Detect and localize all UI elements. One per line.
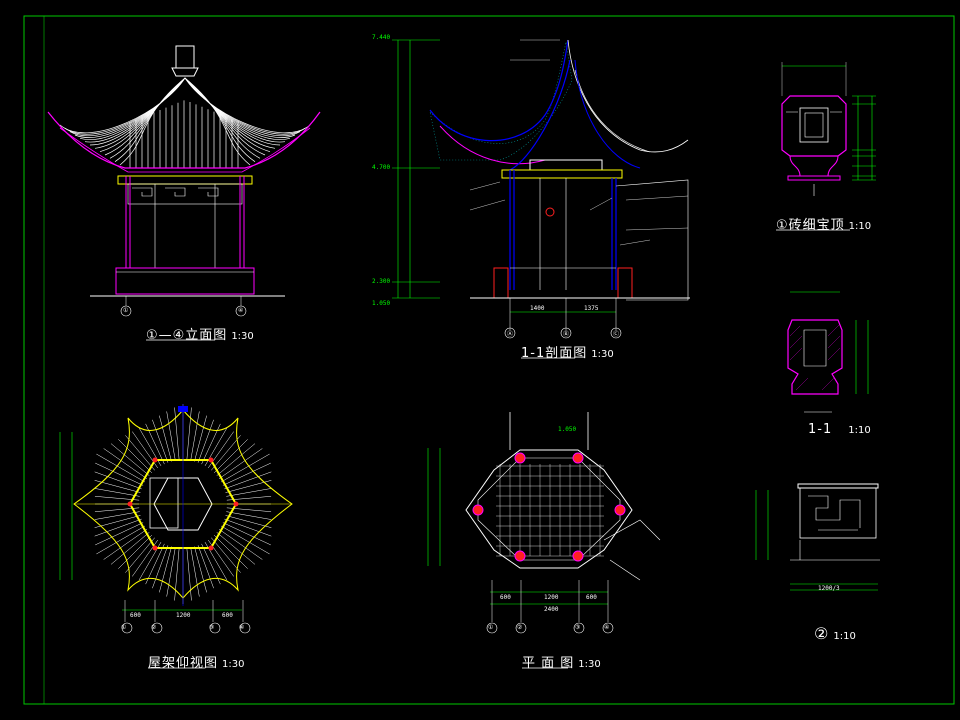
finial-section-scale: 1:10 <box>848 425 871 436</box>
roof-frame-dim-3: 600 <box>222 612 233 619</box>
section-level-ground: 1.050 <box>372 300 391 307</box>
finial-number: ① <box>776 218 789 233</box>
roof-frame-scale: 1:30 <box>222 659 245 670</box>
floor-plan-dim-1: 600 <box>500 594 511 601</box>
section-level-eave: 4.700 <box>372 164 391 171</box>
floor-plan-scale: 1:30 <box>578 659 601 670</box>
elevation-title: ①—④立面图 <box>146 328 228 343</box>
floor-plan-axis-2: ② <box>517 624 523 631</box>
railing-dim: 1200/3 <box>818 585 840 592</box>
railing-number: ② <box>814 624 830 643</box>
elevation-axis-4: ④ <box>238 307 244 314</box>
roof-frame-title: 屋架仰视图 <box>148 656 219 671</box>
floor-plan-axis-1: ① <box>488 624 494 631</box>
section-axis-a: Ⓐ <box>507 331 514 338</box>
elevation-drawing <box>47 45 321 317</box>
railing-scale: 1:10 <box>833 631 856 642</box>
section-axis-c: Ⓒ <box>613 331 620 338</box>
finial-section-drawing <box>787 291 869 413</box>
floor-plan-dim-total: 2400 <box>544 606 559 613</box>
floor-plan-axis-4: ④ <box>604 624 610 631</box>
section-dim-1: 1400 <box>530 305 545 312</box>
finial-section-caption: 1-1 1:10 <box>808 418 871 437</box>
finial-title: 砖细宝顶 <box>788 218 845 233</box>
roof-frame-axis-2: ② <box>151 624 157 631</box>
floor-plan-dim-2: 1200 <box>544 594 559 601</box>
floor-plan-drawing <box>427 412 661 634</box>
section-drawing <box>392 39 690 339</box>
roof-frame-axis-1: ① <box>121 624 127 631</box>
finial-scale: 1:10 <box>848 221 872 232</box>
roof-frame-dim-2: 1200 <box>176 612 191 619</box>
floor-plan-axis-3: ③ <box>575 624 581 631</box>
floor-plan-dim-3: 600 <box>586 594 597 601</box>
section-title: 1-1剖面图 <box>521 346 588 361</box>
railing-detail-drawing <box>755 483 880 591</box>
roof-frame-dim-1: 600 <box>130 612 141 619</box>
section-scale: 1:30 <box>591 349 614 360</box>
sheet-border <box>23 15 955 705</box>
section-level-top: 7.440 <box>372 34 391 41</box>
floor-plan-title: 平 面 图 <box>522 656 575 671</box>
section-dim-2: 1375 <box>584 305 599 312</box>
finial-detail-drawing <box>781 62 876 196</box>
roof-frame-plan-drawing <box>59 404 293 634</box>
roof-frame-axis-3: ③ <box>209 624 215 631</box>
finial-section-title: 1-1 <box>808 422 833 437</box>
section-level-floor: 2.300 <box>372 278 391 285</box>
elevation-axis-1: ① <box>123 307 129 314</box>
floor-plan-level: 1.050 <box>558 426 577 433</box>
section-axis-b: Ⓑ <box>563 331 570 338</box>
roof-frame-axis-4: ④ <box>239 624 245 631</box>
elevation-scale: 1:30 <box>231 331 254 342</box>
